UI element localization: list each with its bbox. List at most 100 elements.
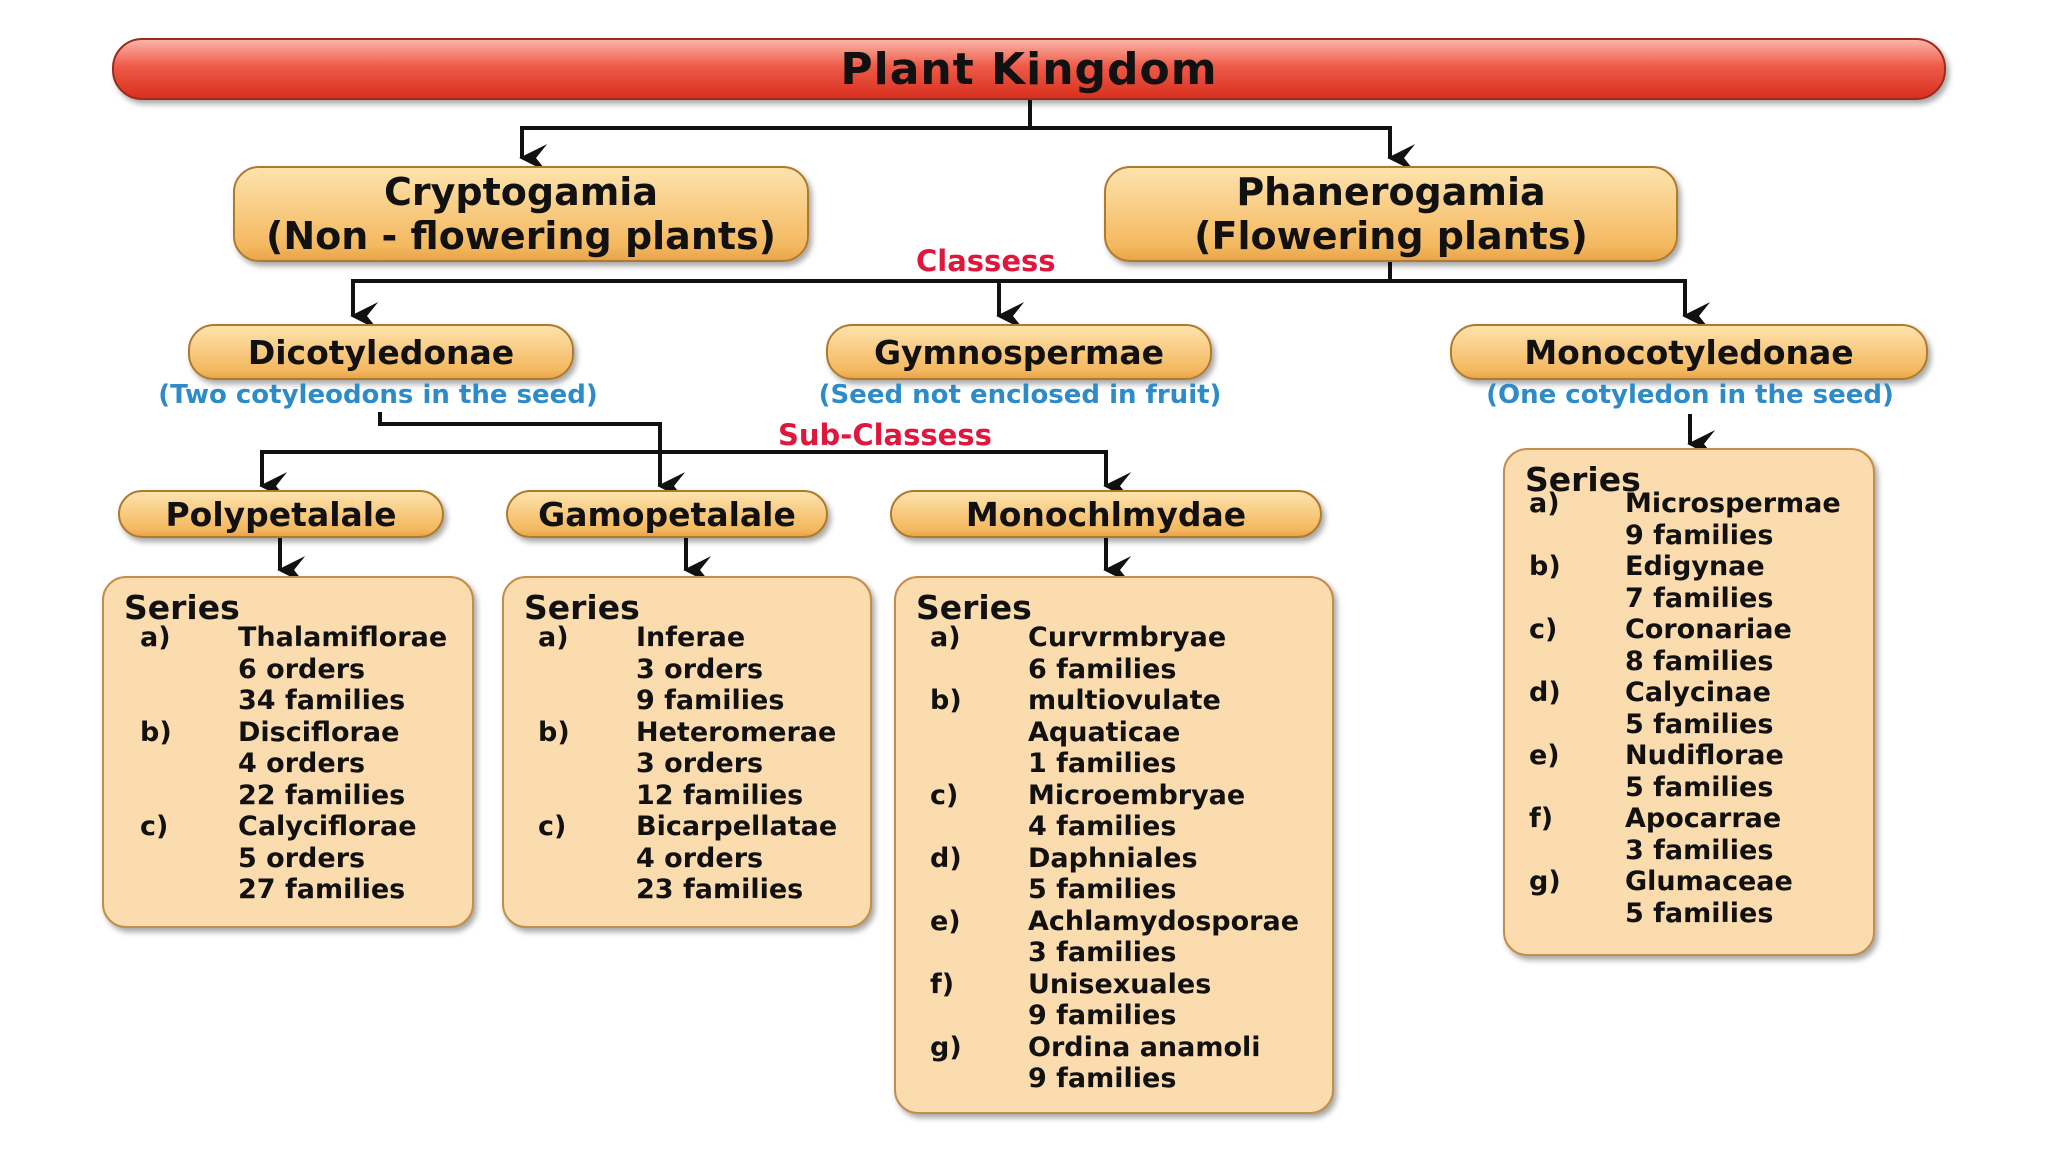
monochlamydae-box: Monochlmydae (890, 490, 1322, 538)
series-entry-detail: 3 orders (636, 748, 764, 779)
series-entry-letter: c) (538, 811, 567, 842)
plant-kingdom-title: Plant Kingdom (112, 38, 1946, 100)
series-heading: Series (1525, 460, 1641, 499)
series-entry-detail: 3 families (1028, 937, 1177, 968)
series-entry-line: 5 orders (104, 843, 472, 875)
gymnospermae-note: (Seed not enclosed in fruit) (818, 380, 1222, 410)
series-entry-line: b)multiovulate (896, 685, 1332, 717)
series-entry-line: 5 families (1505, 898, 1873, 930)
series-entry-name: Curvrmbryae (1028, 622, 1227, 653)
dicotyledonae-note: (Two cotyleodons in the seed) (158, 380, 598, 410)
series-heading: Series (124, 588, 240, 627)
series-entry-letter: a) (538, 622, 569, 653)
series-entry-letter: c) (930, 779, 959, 811)
series-entry-line: b)Disciflorae (104, 717, 472, 749)
series-entry-line: c)Calyciflorae (104, 811, 472, 843)
series-entry-detail: 5 families (1625, 771, 1774, 803)
series-entry-letter: e) (1529, 740, 1560, 771)
series-entry-letter: b) (1529, 551, 1561, 582)
monocotyledonae-note: (One cotyledon in the seed) (1486, 380, 1894, 410)
series-entry-line: 6 orders (104, 654, 472, 686)
series-heading: Series (524, 588, 640, 627)
series-entry-line: 9 families (896, 1000, 1332, 1032)
series-entry-detail: 3 orders (636, 653, 764, 685)
series-entry-letter: d) (930, 842, 962, 874)
series-entry-line: e) Achlamydosporae (896, 906, 1332, 938)
series-entry-detail: 9 families (636, 685, 785, 716)
series-entry-name: Nudiflorae (1625, 740, 1784, 771)
series-entry-name: Edigynae (1625, 551, 1765, 582)
series-entry-line: 4 orders (104, 748, 472, 780)
series-entry-detail: 4 orders (238, 748, 366, 779)
series-entry-detail: 5 families (1625, 897, 1774, 929)
series-entry-detail: 4 orders (636, 842, 764, 874)
series-entry-line: c)Microembryae (896, 780, 1332, 812)
series-entry-name: Microspermae (1625, 488, 1841, 519)
series-entry-letter: a) (140, 622, 171, 653)
series-entry-line: g)Glumaceae (1505, 866, 1873, 898)
series-entry-name: Thalamiflorae (238, 622, 448, 653)
series-entry-detail: 34 families (238, 685, 406, 716)
series-entry-line: 23 families (504, 874, 870, 906)
gamopetalae-box: Gamopetalale (506, 490, 828, 538)
series-entry-letter: f) (930, 968, 955, 1000)
connector-dicot (378, 412, 662, 452)
series-entry-line: 5 families (896, 874, 1332, 906)
cryptogamia-name: Cryptogamia (384, 170, 658, 214)
series-entry-detail: 4 families (1028, 811, 1177, 842)
series-entry-name: Achlamydosporae (1028, 905, 1300, 937)
series-entry-line: 3 orders (504, 748, 870, 780)
series-entry-detail: 6 orders (238, 653, 366, 685)
series-entry-letter: f) (1529, 803, 1554, 834)
series-entry-line: 5 families (1505, 709, 1873, 741)
series-entry-line: Aquaticae (896, 717, 1332, 749)
series-entry-letter: d) (1529, 677, 1561, 708)
series-entry-name: Coronariae (1625, 614, 1792, 645)
series-entry-line: 3 orders (504, 654, 870, 686)
series-entry-detail: 7 families (1625, 582, 1774, 614)
series-entry-name: Daphniales (1028, 842, 1198, 874)
series-entry-detail: 5 families (1625, 708, 1774, 740)
series-entry-detail: 5 orders (238, 842, 366, 874)
series-entry-line: e) Nudiflorae (1505, 740, 1873, 772)
series-entry-detail: 1 families (1028, 748, 1177, 779)
series-entry-line: a) Inferae (504, 622, 870, 654)
series-entry-detail: 6 families (1028, 653, 1177, 685)
series-entry-line: c) Coronariae (1505, 614, 1873, 646)
series-entry-detail: 9 families (1028, 1000, 1177, 1031)
series-entry-name: Apocarrae (1625, 803, 1782, 834)
series-entry-line: d) Daphniales (896, 843, 1332, 875)
series-entry-letter: c) (1529, 614, 1558, 645)
series-entry-name: Disciflorae (238, 716, 400, 748)
series-entry-name: Inferae (636, 622, 746, 653)
series-entry-name: multiovulate (1028, 685, 1221, 716)
subclasses-label: Sub-Classess (778, 418, 992, 452)
series-entry-letter: e) (930, 905, 961, 937)
series-entry-line: b) Edigynae (1505, 551, 1873, 583)
series-entry-letter: c) (140, 811, 169, 842)
phanerogamia-description: (Flowering plants) (1194, 214, 1588, 258)
series-entry-line: 5 families (1505, 772, 1873, 804)
series-entry-name: Heteromerae (636, 716, 837, 748)
series-entry-line: a)Microspermae (1505, 488, 1873, 520)
series-entry-line: 34 families (104, 685, 472, 717)
series-entry-line: 27 families (104, 874, 472, 906)
series-entry-detail: 3 families (1625, 834, 1774, 866)
series-entry-line: 3 families (1505, 835, 1873, 867)
cryptogamia-box: Cryptogamia (Non - flowering plants) (233, 166, 809, 262)
series-entry-detail: 23 families (636, 874, 804, 905)
polypetalae-box: Polypetalale (118, 490, 444, 538)
series-entry-detail: 9 families (1028, 1063, 1177, 1094)
series-entry-letter: a) (930, 622, 961, 653)
series-entry-line: 8 families (1505, 646, 1873, 678)
series-entry-line: c)Bicarpellatae (504, 811, 870, 843)
series-entry-line: 22 families (104, 780, 472, 812)
series-entry-detail: Aquaticae (1028, 716, 1181, 748)
series-entry-detail: 27 families (238, 874, 406, 905)
phanerogamia-name: Phanerogamia (1236, 170, 1546, 214)
